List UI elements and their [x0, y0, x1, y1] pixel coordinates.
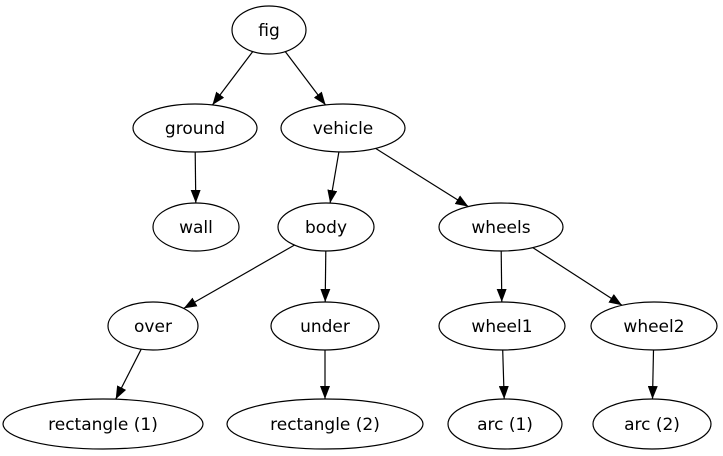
- node-label-arc1: arc (1): [477, 415, 533, 435]
- node-label-fig: fig: [258, 21, 280, 41]
- node-ellipse-wall: [152, 202, 240, 252]
- node-label-wheels: wheels: [471, 218, 530, 238]
- edge-wheel2-to-arc2: [647, 349, 658, 400]
- edge-over-to-rect1: [115, 348, 142, 400]
- node-ellipse-vehicle: [280, 103, 406, 153]
- node-ellipse-wheel1: [438, 301, 566, 351]
- node-ellipse-arc2: [592, 398, 712, 450]
- node-ellipse-body: [277, 202, 375, 252]
- node-ellipse-rect1: [2, 398, 204, 450]
- edge-body-to-under: [320, 250, 331, 303]
- node-ellipse-fig: [231, 5, 307, 55]
- node-wall: wall: [152, 202, 240, 252]
- node-arc1: arc (1): [447, 398, 563, 450]
- edge-wheels-to-wheel2: [532, 247, 623, 306]
- edge-vehicle-to-body: [327, 151, 340, 204]
- node-label-rect1: rectangle (1): [48, 415, 158, 435]
- edge-fig-to-vehicle: [284, 51, 327, 106]
- node-label-wheel2: wheel2: [623, 317, 684, 337]
- edge-body-to-over: [183, 244, 295, 309]
- node-label-body: body: [305, 218, 347, 238]
- node-ellipse-ground: [132, 103, 258, 153]
- node-label-arc2: arc (2): [624, 415, 680, 435]
- node-arc2: arc (2): [592, 398, 712, 450]
- node-vehicle: vehicle: [280, 103, 406, 153]
- node-rect1: rectangle (1): [2, 398, 204, 450]
- edge-ground-to-wall: [190, 151, 201, 204]
- node-label-ground: ground: [165, 119, 225, 139]
- node-over: over: [107, 301, 199, 351]
- node-label-rect2: rectangle (2): [270, 415, 380, 435]
- edge-wheel1-to-arc1: [498, 349, 509, 400]
- node-ellipse-arc1: [447, 398, 563, 450]
- node-rect2: rectangle (2): [226, 398, 424, 450]
- node-ellipse-wheels: [438, 202, 564, 252]
- node-wheel1: wheel1: [438, 301, 566, 351]
- node-fig: fig: [231, 5, 307, 55]
- node-label-under: under: [300, 317, 350, 337]
- node-label-vehicle: vehicle: [313, 119, 374, 139]
- node-under: under: [270, 301, 380, 351]
- edge-vehicle-to-wheels: [375, 147, 469, 208]
- node-label-over: over: [134, 317, 172, 337]
- node-label-wall: wall: [179, 218, 213, 238]
- node-body: body: [277, 202, 375, 252]
- node-label-wheel1: wheel1: [471, 317, 532, 337]
- node-ellipse-rect2: [226, 398, 424, 450]
- edge-wheels-to-wheel1: [496, 250, 507, 303]
- edge-fig-to-ground: [211, 51, 254, 106]
- node-ellipse-over: [107, 301, 199, 351]
- node-wheels: wheels: [438, 202, 564, 252]
- node-ellipse-wheel2: [590, 301, 718, 351]
- node-ground: ground: [132, 103, 258, 153]
- node-wheel2: wheel2: [590, 301, 718, 351]
- node-ellipse-under: [270, 301, 380, 351]
